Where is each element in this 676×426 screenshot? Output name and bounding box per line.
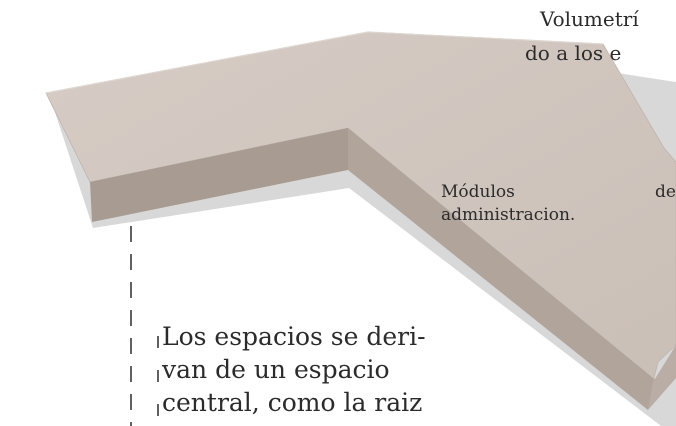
admin-modules-label-line1: Módulos de (441, 181, 676, 204)
admin-modules-word1: Módulos (441, 182, 515, 202)
spaces-note-line3: central, como la raiz (162, 388, 423, 417)
slab-side-right (648, 345, 676, 410)
volumetry-note: Volumetrí do a los e (525, 2, 639, 70)
spaces-note: Los espacios se deri- van de un espacio … (162, 320, 426, 419)
slab-side-inner (348, 128, 658, 410)
admin-modules-label-line2: administracion. (441, 205, 576, 225)
spaces-note-line2: van de un espacio (162, 355, 390, 384)
slab-side-left (90, 128, 348, 222)
volumetry-note-line2: do a los e (525, 41, 622, 65)
spaces-note-line1: Los espacios se deri- (162, 322, 426, 351)
slab-top-edge (45, 31, 604, 94)
admin-modules-label: Módulos de administracion. (441, 181, 676, 227)
volumetry-note-line1: Volumetrí (540, 7, 639, 31)
admin-modules-word2: de (655, 182, 676, 202)
